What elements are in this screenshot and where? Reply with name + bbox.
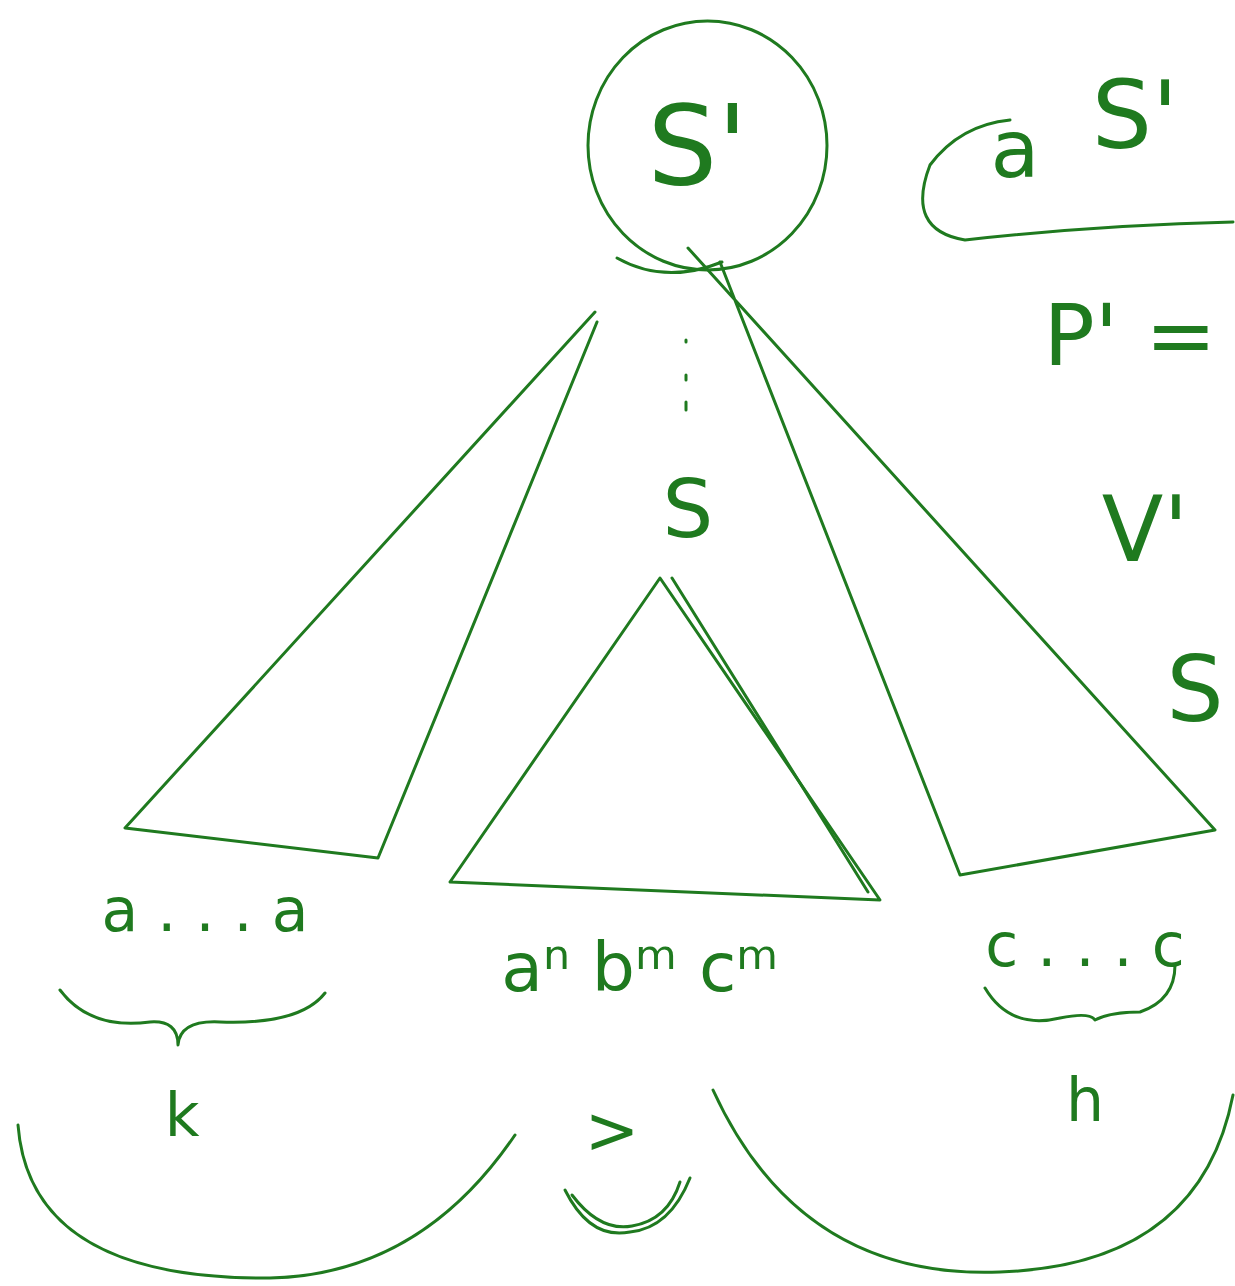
sketch-label: aⁿ bᵐ cᵐ: [501, 934, 778, 1002]
arc: [713, 1090, 1233, 1272]
arc: [565, 1178, 690, 1233]
circle-outline: [588, 21, 827, 270]
sketch-label: a . . . a: [101, 880, 308, 940]
arc: [572, 1182, 680, 1227]
sketch-label: k: [165, 1085, 200, 1145]
node-text: S': [647, 91, 747, 201]
left-triangle: [125, 312, 597, 858]
inner-triangle: [450, 578, 880, 900]
arc: [18, 1125, 515, 1278]
sketch-label: S': [1092, 68, 1178, 163]
circle-node: S': [585, 18, 830, 273]
bracket: [923, 120, 1233, 240]
sketch-label: S: [663, 470, 714, 550]
brace: [60, 990, 325, 1045]
sketch-label: a: [990, 110, 1039, 190]
sketch-label: P' =: [1044, 293, 1217, 378]
ellipsis-dots: [685, 340, 688, 410]
sketch-label: V': [1102, 485, 1188, 575]
sketch-label: c . . . c: [985, 915, 1184, 975]
stroke: [672, 578, 868, 892]
sketch-label: h: [1066, 1070, 1104, 1130]
sketch-label: >: [585, 1098, 639, 1163]
sketch-label: S: [1166, 645, 1223, 735]
